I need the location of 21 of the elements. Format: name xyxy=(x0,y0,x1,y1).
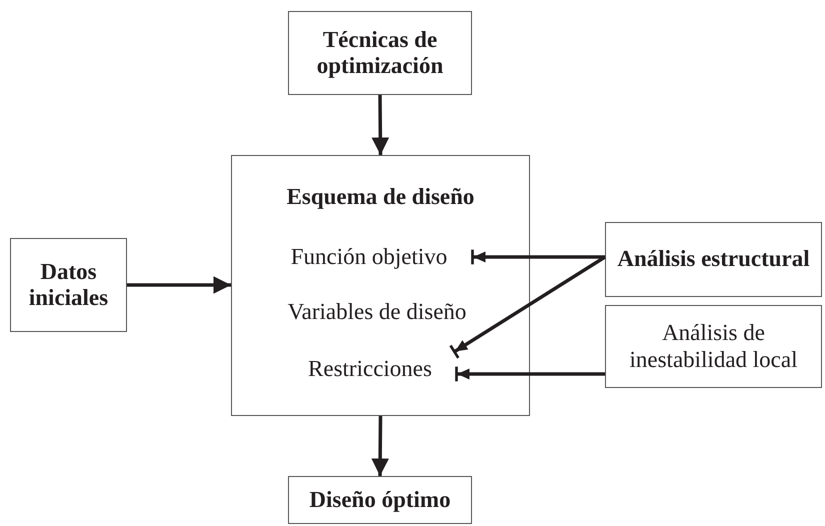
arrow xyxy=(127,276,231,294)
arrow xyxy=(371,416,389,476)
box-label: Diseño óptimo xyxy=(309,486,451,514)
box-label: Esquema de diseño xyxy=(286,184,474,210)
process-box xyxy=(231,155,530,416)
process-box xyxy=(605,222,822,297)
list-item: Restricciones xyxy=(308,356,432,382)
process-box xyxy=(288,476,472,524)
process-box xyxy=(605,305,822,388)
box-label: Técnicas de optimización xyxy=(316,26,444,80)
box-label: Análisis de inestabilidad local xyxy=(628,320,798,373)
arrow xyxy=(449,256,606,359)
box-label: Análisis estructural xyxy=(617,246,810,273)
box-label: Datos iniciales xyxy=(28,258,110,312)
arrow xyxy=(471,250,605,264)
process-box xyxy=(10,238,127,332)
arrow xyxy=(455,366,605,382)
process-box xyxy=(288,11,472,95)
list-item: Variables de diseño xyxy=(288,298,466,326)
list-item: Función objetivo xyxy=(290,244,448,270)
arrow xyxy=(372,94,390,156)
